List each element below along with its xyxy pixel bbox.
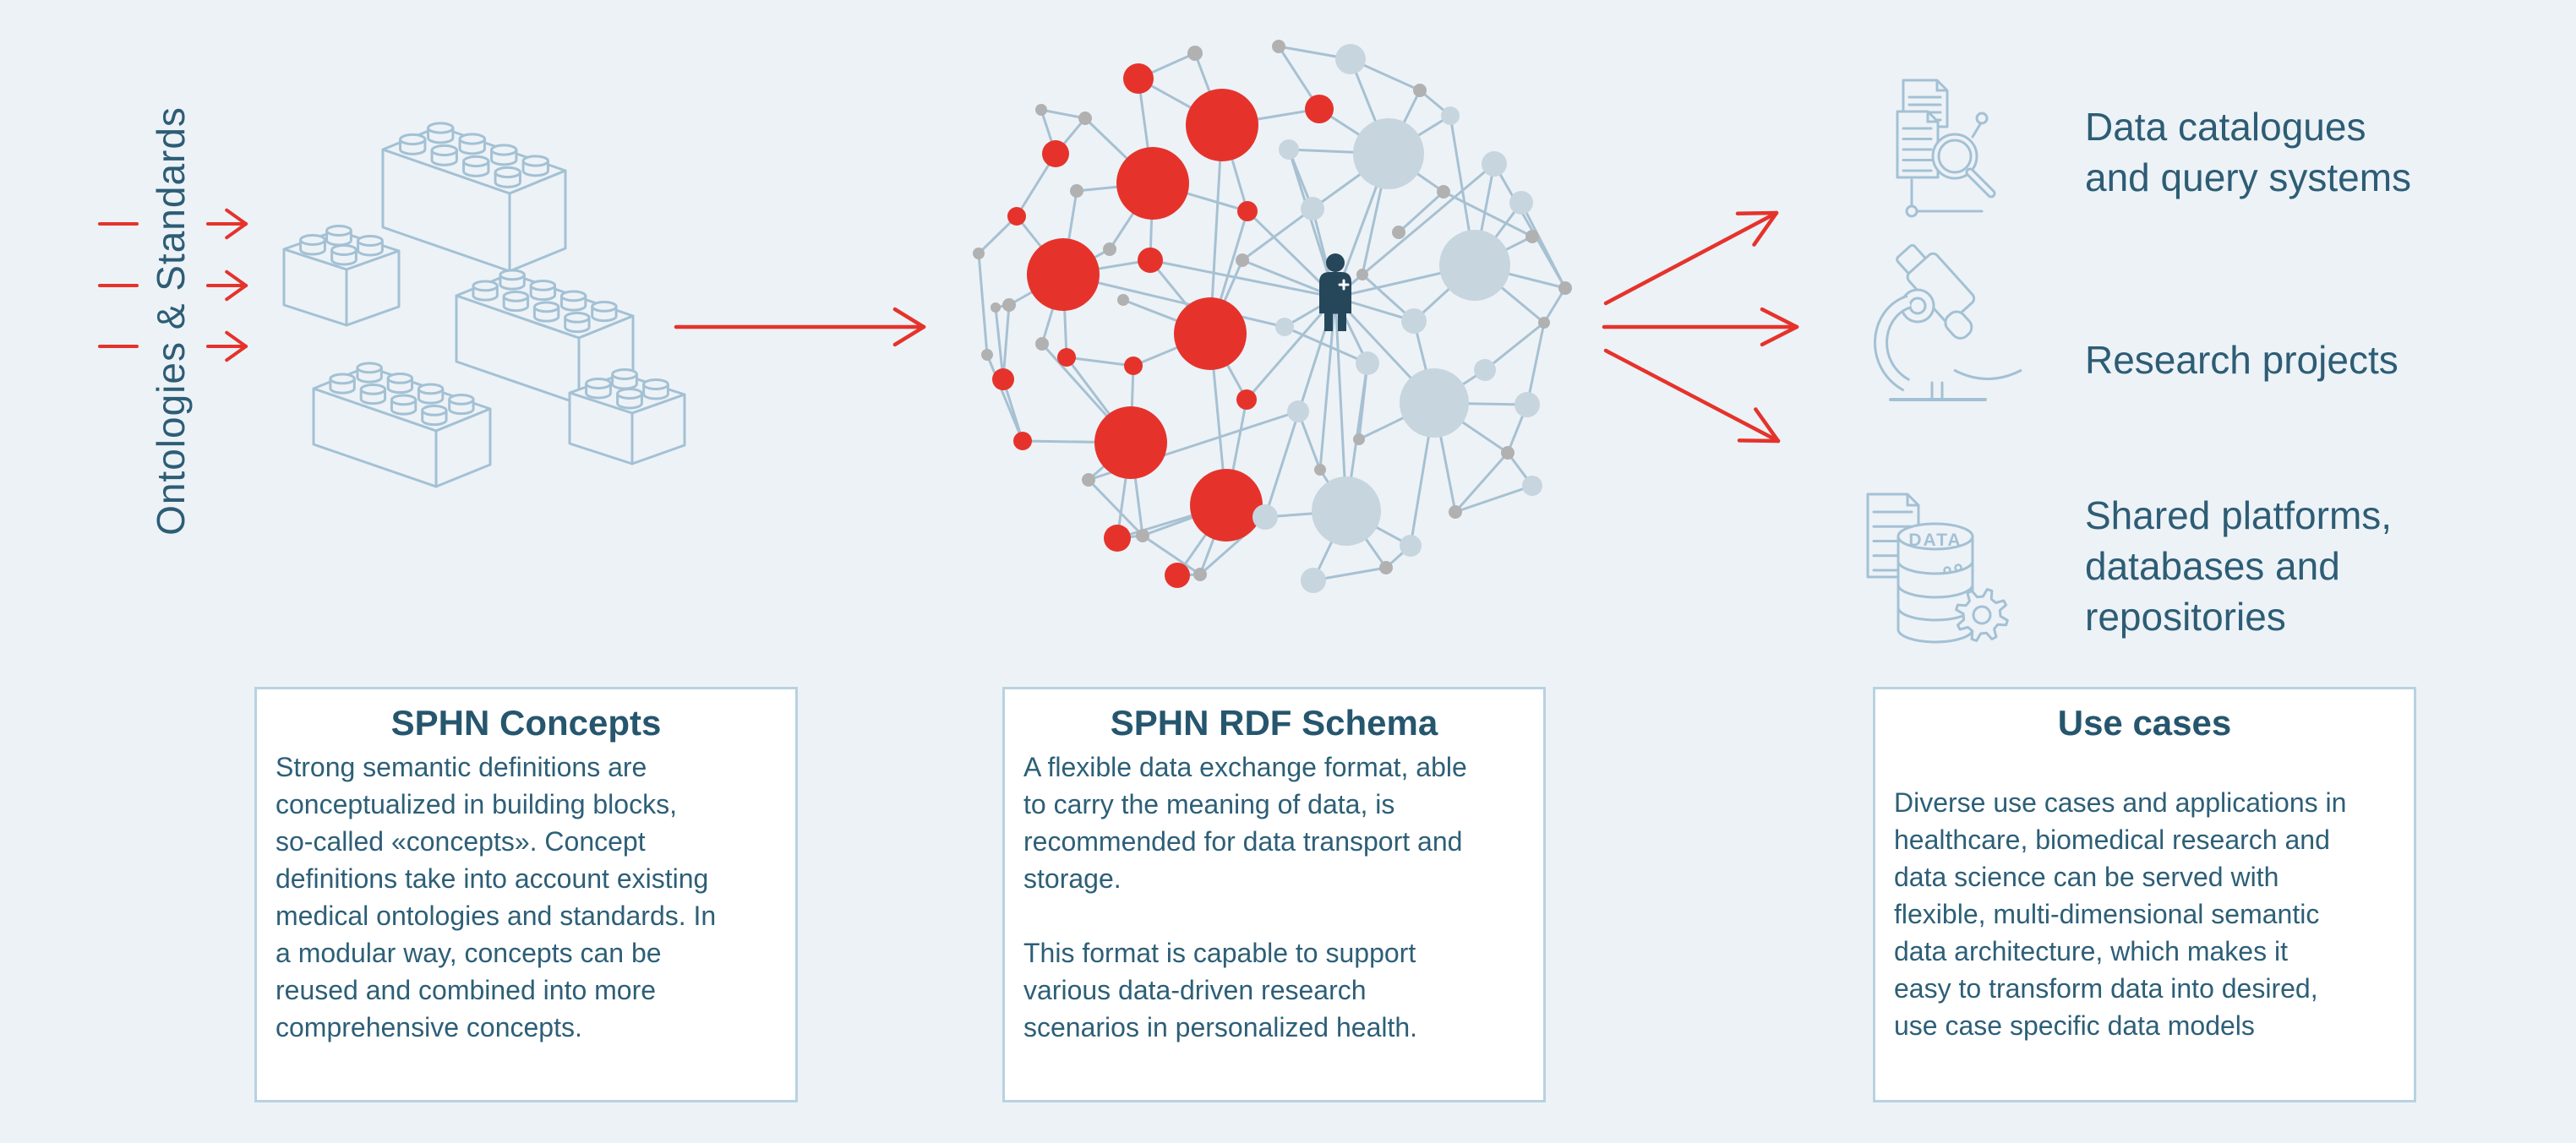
use-cases-box: Use cases Diverse use cases and applicat… <box>1873 687 2416 1102</box>
output-arrows <box>1602 210 1799 444</box>
box-title-sphn-concepts: SPHN Concepts <box>390 703 662 743</box>
lego-bricks-illustration <box>282 122 686 488</box>
box-body-use-cases: Diverse use cases and applications in he… <box>1894 787 2347 1041</box>
box-title-rdf-schema: SPHN RDF Schema <box>1110 703 1438 743</box>
documents-magnifier-icon <box>1896 79 1996 218</box>
box-body-sphn-concepts: Strong semantic definitions are conceptu… <box>276 752 717 1042</box>
output-label-shared-platforms: Shared platforms, databases and reposito… <box>2085 493 2393 639</box>
data-label: DATA <box>1908 531 1962 550</box>
output-label-research-projects: Research projects <box>2085 338 2399 382</box>
transform-arrow <box>674 307 926 347</box>
sphn-rdf-schema-box: SPHN RDF Schema A flexible data exchange… <box>1002 687 1546 1102</box>
output-label-data-catalogues: Data catalogues and query systems <box>2085 105 2412 199</box>
input-arrows <box>206 208 248 362</box>
data-label-group: DATA <box>1908 531 1962 550</box>
network-sphere-illustration <box>973 40 1572 593</box>
database-gear-icon <box>1866 493 2009 644</box>
person-icon <box>1319 253 1351 331</box>
input-dashes <box>98 222 139 348</box>
microscope-icon <box>1874 243 2022 401</box>
box-body-rdf-schema: A flexible data exchange format, able to… <box>1023 752 1467 1042</box>
box-title-use-cases: Use cases <box>2057 703 2232 743</box>
ontologies-standards-label: Ontologies & Standards <box>149 106 193 536</box>
sphn-concepts-box: SPHN Concepts Strong semantic definition… <box>254 687 798 1102</box>
